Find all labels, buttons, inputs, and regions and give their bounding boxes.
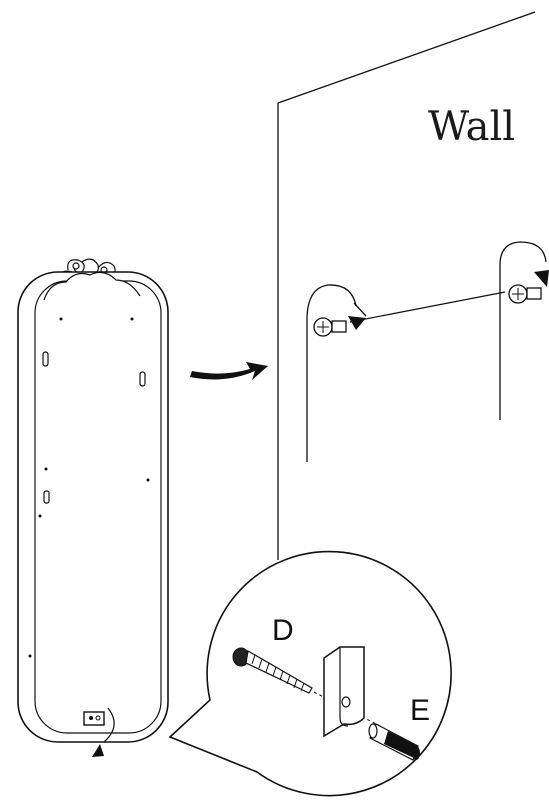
wall-screw-left (306, 284, 367, 462)
wall-plane (277, 11, 536, 560)
wall-label: Wall (428, 104, 515, 150)
mirror-bottom-bracket (83, 707, 115, 757)
mirror-frame-outer (17, 271, 169, 743)
anchor-e-label: E (410, 694, 430, 727)
mirror-keyhole-slots (42, 351, 146, 504)
mounting-plate (323, 646, 365, 738)
screw-d-icon (232, 647, 313, 694)
hanging-wire (349, 291, 506, 323)
screw-d-label: D (272, 614, 294, 647)
mirror (17, 258, 169, 757)
detail-callout: D E (168, 550, 452, 797)
wall-screw-right (499, 241, 549, 420)
move-arrow-icon (190, 362, 268, 380)
anchor-e-icon (368, 723, 420, 761)
